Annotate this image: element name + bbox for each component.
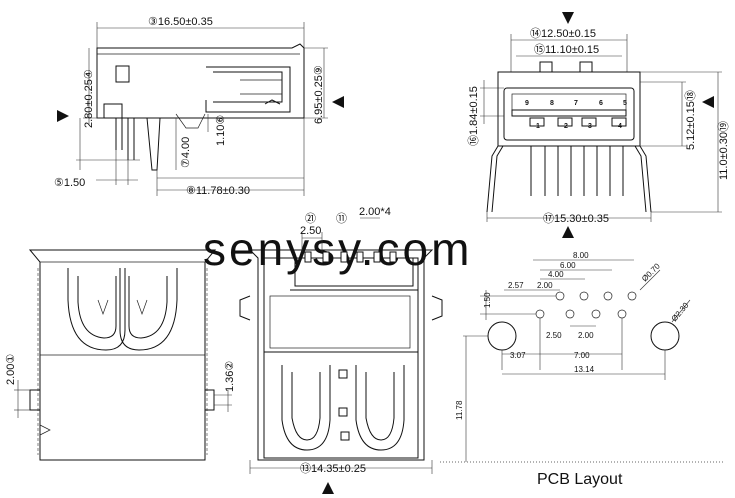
watermark: senysy.com — [203, 223, 472, 275]
front-bottom-width-dim: ⑰15.30±0.35 — [543, 212, 609, 225]
left-dim-a: 2.00① — [5, 354, 17, 385]
side-span-dim: ⑧11.78±0.30 — [186, 185, 250, 197]
side-left-height-dim: 2.80±0.25④ — [83, 69, 95, 128]
pcb-dim-2-00: 2.00 — [537, 281, 553, 290]
front-pin-6: 6 — [599, 100, 603, 107]
front-left-dim: ⑯1.84±0.15 — [467, 86, 480, 146]
bottom-view: 2.50 ㉑ ⑪ 2.00*4 ⑬14.35±0.25 C — [239, 206, 443, 494]
bottom-width-dim: ⑬14.35±0.25 — [300, 462, 366, 475]
front-pin-8: 8 — [550, 100, 554, 107]
left-dim-b: 1.36② — [224, 361, 236, 392]
bottom-callout-21: ㉑ — [305, 212, 316, 225]
front-pin-7: 7 — [574, 100, 578, 107]
side-datum-label: C — [58, 112, 64, 121]
pcb-dim-4-00: 4.00 — [548, 270, 564, 279]
front-pin-3: 3 — [588, 123, 592, 130]
front-view: C ⑭12.50±0.15 ⑮11.10±0.15 9 8 7 6 5 1 2 … — [467, 12, 730, 238]
bottom-datum-label: C — [325, 485, 331, 494]
pcb-dim-1-50: 1.50 — [483, 292, 492, 308]
side-width-dim: ③16.50±0.35 — [148, 16, 213, 28]
front-pin-5: 5 — [623, 100, 627, 107]
left-view: 2.00① 1.36② — [5, 249, 236, 461]
pcb-dim-2-57: 2.57 — [508, 281, 524, 290]
front-datum-top: C — [565, 12, 571, 21]
bottom-pitch-dim-b: 2.00*4 — [359, 206, 391, 218]
pcb-dim-2-50: 2.50 — [546, 331, 562, 340]
pcb-dim-3-07: 3.07 — [510, 351, 526, 360]
pcb-dim-13-14: 13.14 — [574, 365, 595, 374]
bottom-callout-11: ⑪ — [336, 212, 347, 225]
pcb-dim-7-00: 7.00 — [574, 351, 590, 360]
bottom-pitch-dim: 2.50 — [300, 225, 321, 237]
side-right-height-dim: 6.95±0.25⑨ — [313, 65, 325, 124]
pcb-hole-small: Ø0.70 — [640, 261, 662, 283]
pcb-hole-large: Ø2.30 — [670, 300, 691, 323]
front-pin-1: 1 — [536, 123, 540, 130]
pcb-layout: 8.00 6.00 4.00 2.57 2.00 Ø0.70 1.50 Ø2.3… — [440, 251, 725, 488]
side-leg-dim: ⑦4.00 — [180, 137, 192, 168]
pcb-dim-8-00: 8.00 — [573, 251, 589, 260]
front-total-height-dim: 11.0±0.30⑲ — [717, 121, 730, 180]
front-pin-9: 9 — [525, 100, 529, 107]
pcb-layout-label: PCB Layout — [537, 471, 623, 488]
side-pitch-dim: ⑤1.50 — [54, 177, 85, 189]
front-outer-width-dim: ⑭12.50±0.15 — [530, 27, 596, 40]
pcb-dim-6-00: 6.00 — [560, 261, 576, 270]
front-inner-width-dim: ⑮11.10±0.15 — [534, 43, 599, 56]
pcb-dim-11-78: 11.78 — [455, 400, 464, 420]
side-view: ③16.50±0.35 2.80±0.25④ C ⑤1.50 ⑦4.00 1.1… — [54, 16, 344, 197]
front-mid-dim: 5.12±0.15⑱ — [684, 90, 697, 150]
front-pin-2: 2 — [564, 123, 568, 130]
side-tab-dim: 1.10⑥ — [215, 115, 227, 146]
pcb-dim-2-00-b: 2.00 — [578, 331, 594, 340]
front-pin-4: 4 — [618, 123, 622, 130]
